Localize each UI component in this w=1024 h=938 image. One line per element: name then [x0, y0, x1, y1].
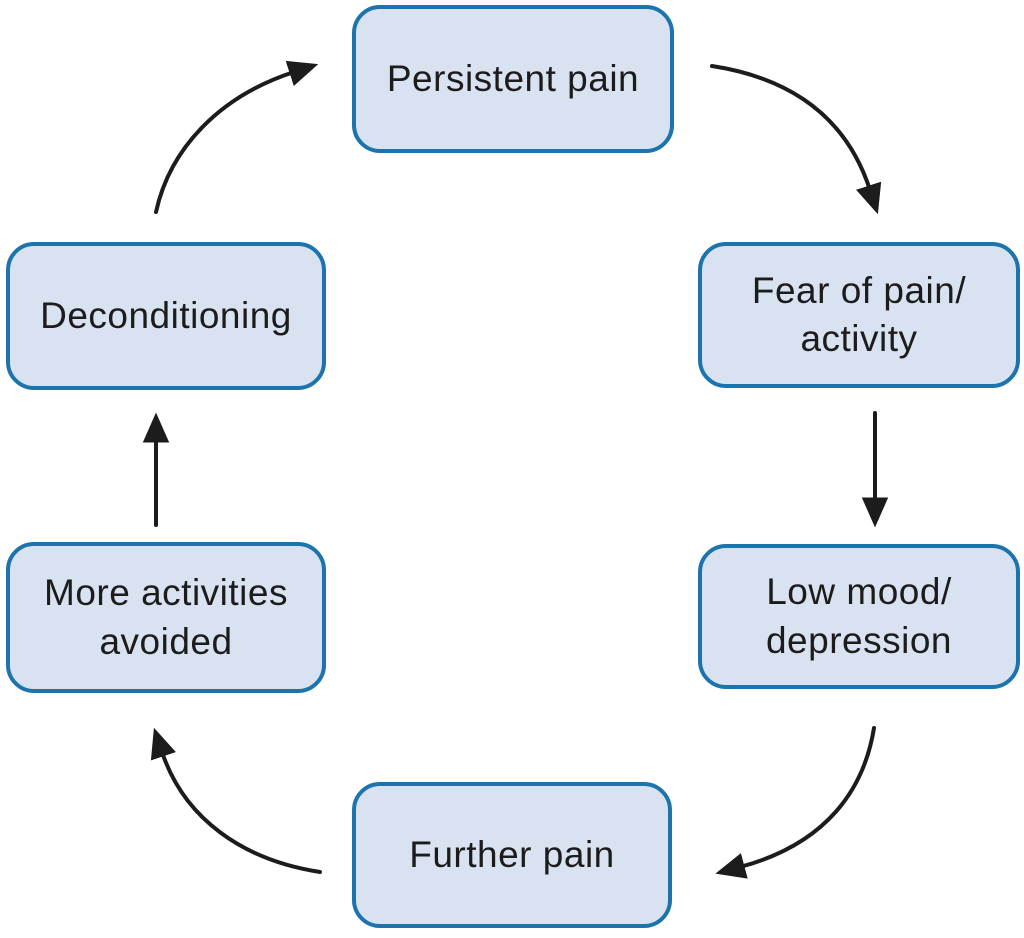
arrow-persistent-to-fear: [710, 64, 882, 215]
node-label: Low mood/ depression: [765, 571, 952, 661]
arrow-deconditioning-to-persistent: [154, 60, 319, 214]
node-fear-of-pain-activity: Fear of pain/ activity: [698, 242, 1020, 388]
arrow-further-to-more: [150, 727, 322, 874]
node-label: Further pain: [409, 833, 615, 875]
node-persistent-pain: Persistent pain: [352, 5, 674, 153]
node-further-pain: Further pain: [352, 782, 672, 928]
node-label: More activities avoided: [44, 572, 288, 662]
node-label: Deconditioning: [40, 294, 292, 336]
node-label: Persistent pain: [386, 57, 640, 99]
node-deconditioning: Deconditioning: [6, 242, 326, 390]
node-more-activities-avoided: More activities avoided: [6, 542, 326, 693]
node-label: Fear of pain/ activity: [751, 269, 967, 359]
node-low-mood-depression: Low mood/ depression: [698, 544, 1020, 689]
arrow-lowmood-to-further: [715, 726, 876, 879]
